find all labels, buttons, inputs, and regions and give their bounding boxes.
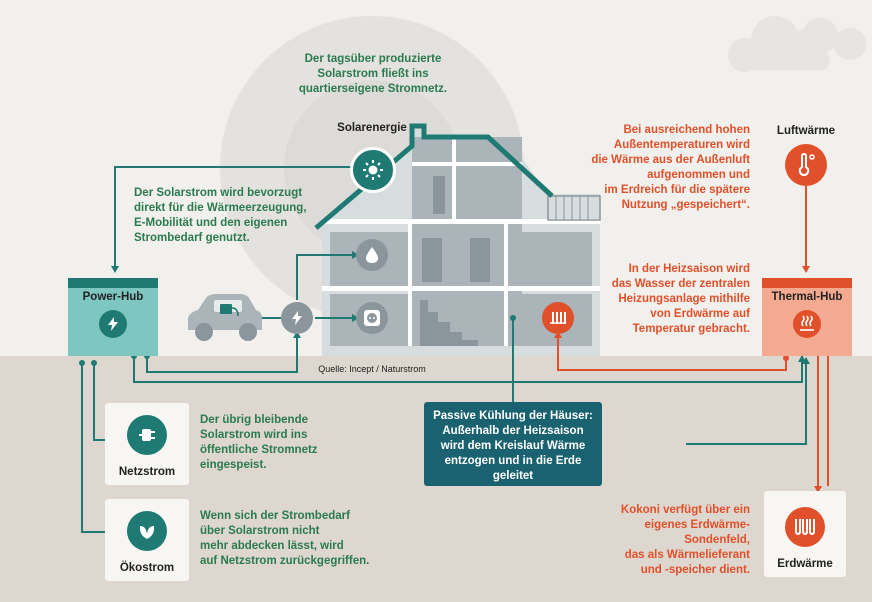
electric-car-icon <box>188 294 262 341</box>
cooling-box: Passive Kühlung der Häuser: Außerhalb de… <box>424 402 602 486</box>
clouds <box>728 16 866 72</box>
solar-use-note: Der Solarstrom wird bevorzugt direkt für… <box>134 187 307 244</box>
thermal-hub-label: Thermal-Hub <box>771 291 843 303</box>
plug-icon <box>127 415 167 455</box>
sun-icon <box>350 147 396 193</box>
eco-note: Wenn sich der Strombedarf über Solarstro… <box>200 510 370 567</box>
leaf-icon <box>127 511 167 551</box>
solar-note: Der tagsüber produzierte Solarstrom flie… <box>298 53 448 95</box>
ground-label: Erdwärme <box>777 558 833 570</box>
source-credit: Quelle: Incept / Naturstrom <box>318 364 426 374</box>
ground-probes-icon <box>785 507 825 547</box>
thermal-hub-top <box>762 278 852 288</box>
heat-waves-icon <box>793 310 821 338</box>
heat-connections <box>557 186 829 486</box>
lightning-bolt-icon <box>281 302 313 334</box>
power-hub: Power-Hub <box>68 278 158 356</box>
thermometer-icon <box>785 144 827 186</box>
air-heat-note: Bei ausreichend hohen Außentemperaturen … <box>591 124 750 211</box>
radiator-icon <box>542 302 574 334</box>
lightning-bolt-icon <box>99 310 127 338</box>
ground-note: Kokoni verfügt über ein eigenes Erdwärme… <box>620 504 750 576</box>
grid-card: Netzstrom <box>105 403 189 485</box>
thermal-hub: Thermal-Hub <box>762 278 852 356</box>
heating-note: In der Heizsaison wird das Wasser der ze… <box>611 263 750 335</box>
grid-label: Netzstrom <box>118 466 176 478</box>
ground-card: Erdwärme <box>764 491 846 577</box>
power-socket-icon <box>356 302 388 334</box>
eco-card: Ökostrom <box>105 499 189 581</box>
electric-connections <box>81 166 807 533</box>
power-hub-top <box>68 278 158 288</box>
power-hub-label: Power-Hub <box>82 291 144 303</box>
cooling-note: Passive Kühlung der Häuser: Außerhalb de… <box>433 410 593 482</box>
grid-note: Der übrig bleibende Solarstrom wird ins … <box>200 414 318 471</box>
water-drop-icon <box>356 239 388 271</box>
solar-label: Solarenergie <box>337 122 407 134</box>
air-heat-label: Luftwärme <box>776 125 836 137</box>
eco-label: Ökostrom <box>119 562 175 574</box>
